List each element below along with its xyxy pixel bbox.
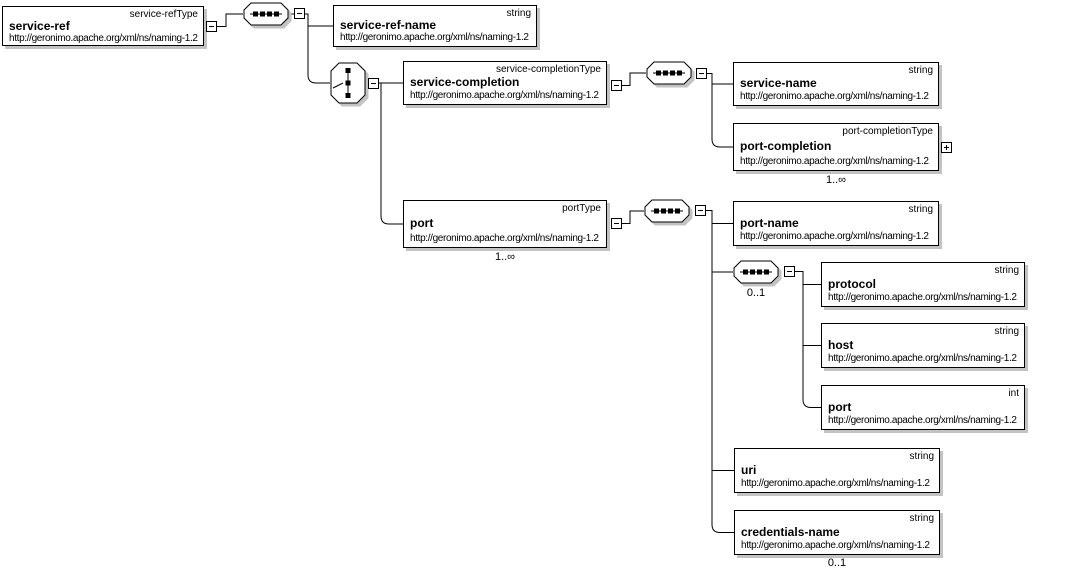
- element-name: service-completion: [410, 75, 520, 89]
- element-name: port-name: [740, 215, 799, 230]
- element-name: port: [410, 216, 434, 230]
- collapse-button-choice[interactable]: [368, 78, 379, 89]
- element-namespace: http://geronimo.apache.org/xml/ns/naming…: [828, 353, 1017, 364]
- type-label: string: [994, 265, 1019, 276]
- expand-button-port-completion[interactable]: [941, 142, 952, 153]
- element-protocol[interactable]: string protocol http://geronimo.apache.o…: [821, 262, 1025, 307]
- type-label: port-completionType: [842, 126, 933, 137]
- element-credentials-name[interactable]: string credentials-name http://geronimo.…: [734, 510, 940, 555]
- element-namespace: http://geronimo.apache.org/xml/ns/naming…: [741, 478, 930, 489]
- sequence-icon[interactable]: [243, 2, 289, 26]
- element-name: service-name: [740, 76, 817, 90]
- element-namespace: http://geronimo.apache.org/xml/ns/naming…: [740, 231, 929, 242]
- element-host[interactable]: string host http://geronimo.apache.org/x…: [821, 323, 1025, 368]
- element-port-name[interactable]: string port-name http://geronimo.apache.…: [733, 201, 939, 246]
- element-namespace: http://geronimo.apache.org/xml/ns/naming…: [410, 233, 599, 244]
- element-service-name[interactable]: string service-name http://geronimo.apac…: [733, 62, 939, 106]
- element-name: credentials-name: [741, 524, 840, 539]
- element-name: port-completion: [740, 139, 832, 153]
- collapse-button-sequence[interactable]: [696, 68, 707, 79]
- collapse-button-port[interactable]: [611, 218, 622, 229]
- sequence-icon[interactable]: [733, 260, 779, 284]
- type-label: int: [1008, 388, 1019, 399]
- type-label: string: [908, 204, 933, 215]
- collapse-button-sequence[interactable]: [784, 266, 795, 277]
- element-name: port: [828, 399, 852, 414]
- occurrence-label: 1..∞: [494, 251, 516, 263]
- type-label: string: [909, 513, 934, 524]
- type-label: string: [908, 65, 933, 76]
- collapse-button-service-ref[interactable]: [206, 21, 217, 32]
- type-label: string: [506, 8, 531, 19]
- collapse-button-service-completion[interactable]: [611, 80, 622, 91]
- type-label: service-refType: [129, 9, 198, 20]
- element-name: service-ref-name: [340, 18, 437, 32]
- element-uri[interactable]: string uri http://geronimo.apache.org/xm…: [734, 448, 940, 493]
- element-namespace: http://geronimo.apache.org/xml/ns/naming…: [340, 32, 529, 43]
- sequence-icon[interactable]: [646, 61, 692, 85]
- occurrence-label: 0..1: [746, 287, 766, 299]
- element-name: protocol: [828, 276, 876, 291]
- element-namespace: http://geronimo.apache.org/xml/ns/naming…: [740, 156, 929, 167]
- sequence-icon[interactable]: [644, 199, 690, 223]
- element-service-ref-name[interactable]: string service-ref-name http://geronimo.…: [333, 5, 537, 47]
- element-namespace: http://geronimo.apache.org/xml/ns/naming…: [741, 540, 930, 551]
- element-port[interactable]: portType port http://geronimo.apache.org…: [403, 200, 607, 248]
- element-namespace: http://geronimo.apache.org/xml/ns/naming…: [410, 90, 599, 101]
- element-namespace: http://geronimo.apache.org/xml/ns/naming…: [9, 33, 198, 44]
- collapse-button-sequence[interactable]: [294, 8, 305, 19]
- element-port-completion[interactable]: port-completionType port-completion http…: [733, 123, 939, 171]
- element-name: uri: [741, 462, 757, 477]
- collapse-button-sequence[interactable]: [695, 205, 706, 216]
- element-port-number[interactable]: int port http://geronimo.apache.org/xml/…: [821, 385, 1025, 430]
- type-label: portType: [562, 203, 601, 214]
- occurrence-label: 0..1: [827, 557, 847, 569]
- type-label: string: [909, 451, 934, 462]
- type-label: service-completionType: [495, 64, 601, 75]
- element-namespace: http://geronimo.apache.org/xml/ns/naming…: [828, 415, 1017, 426]
- choice-icon[interactable]: [330, 62, 366, 104]
- element-namespace: http://geronimo.apache.org/xml/ns/naming…: [740, 91, 929, 102]
- element-name: host: [828, 337, 854, 352]
- element-name: service-ref: [9, 19, 70, 33]
- element-service-ref[interactable]: service-refType service-ref http://geron…: [2, 6, 204, 46]
- element-namespace: http://geronimo.apache.org/xml/ns/naming…: [828, 292, 1017, 303]
- element-service-completion[interactable]: service-completionType service-completio…: [403, 61, 607, 105]
- occurrence-label: 1..∞: [825, 174, 847, 186]
- type-label: string: [994, 326, 1019, 337]
